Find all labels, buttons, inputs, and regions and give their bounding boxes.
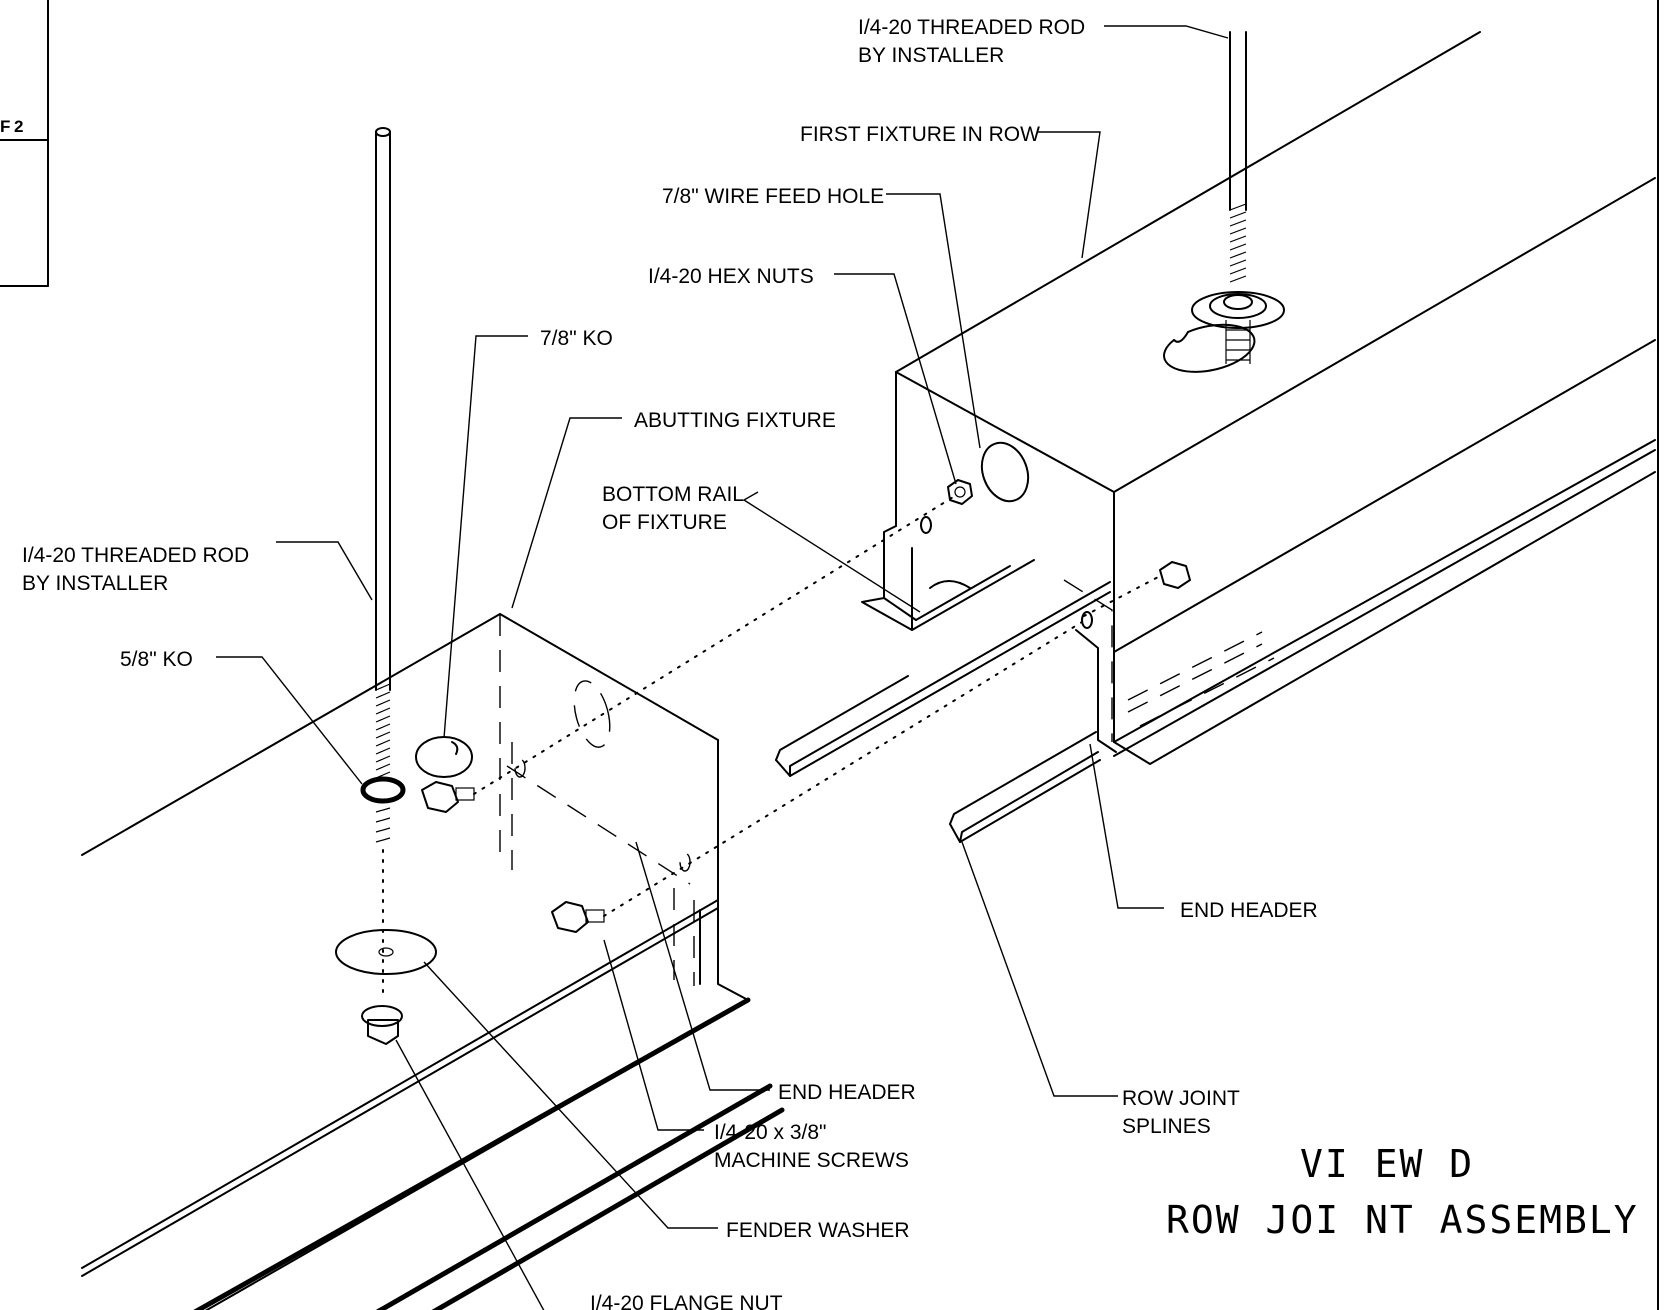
sheet-of-label: F bbox=[0, 117, 10, 136]
first-fixture bbox=[861, 31, 1656, 765]
callout-labels: I/4-20 THREADED ROD BY INSTALLER FIRST F… bbox=[22, 16, 1318, 1310]
assembly-path-lines bbox=[473, 493, 1163, 917]
callout-rod-top-line2: BY INSTALLER bbox=[858, 44, 1004, 67]
row-joint-splines bbox=[775, 581, 1111, 843]
machine-screw-lower bbox=[551, 901, 605, 933]
callout-rod-left-line2: BY INSTALLER bbox=[22, 572, 168, 595]
view-title-line1: VI EW D bbox=[1300, 1142, 1474, 1186]
callout-machine-screws-line1: I/4-20 x 3/8" bbox=[714, 1121, 827, 1144]
callout-end-header-left: END HEADER bbox=[778, 1081, 916, 1104]
leaders bbox=[216, 25, 1229, 1310]
abutting-fixture bbox=[81, 127, 785, 1310]
callout-first-fixture: FIRST FIXTURE IN ROW bbox=[800, 123, 1040, 146]
view-title-line2: ROW JOI NT ASSEMBLY bbox=[1166, 1198, 1639, 1242]
callout-fender-washer: FENDER WASHER bbox=[726, 1219, 910, 1242]
callout-wire-feed-hole: 7/8" WIRE FEED HOLE bbox=[662, 185, 884, 208]
sheet-total: 2 bbox=[14, 117, 23, 136]
callout-row-joint-line2: SPLINES bbox=[1122, 1115, 1211, 1138]
callout-row-joint-line1: ROW JOINT bbox=[1122, 1087, 1240, 1110]
rod-threads-left bbox=[375, 683, 391, 843]
callout-bottom-rail-line2: OF FIXTURE bbox=[602, 511, 727, 534]
callout-rod-top-line1: I/4-20 THREADED ROD bbox=[858, 16, 1085, 39]
callout-hex-nuts: I/4-20 HEX NUTS bbox=[648, 265, 814, 288]
callout-rod-left-line1: I/4-20 THREADED ROD bbox=[22, 544, 249, 567]
callout-flange-nut: I/4-20 FLANGE NUT bbox=[590, 1292, 783, 1310]
view-title: VI EW D ROW JOI NT ASSEMBLY bbox=[1166, 1142, 1639, 1242]
title-block: F 2 bbox=[0, 0, 49, 287]
rod-threads-right bbox=[1229, 203, 1247, 283]
machine-screw-upper bbox=[421, 781, 475, 813]
callout-machine-screws-line2: MACHINE SCREWS bbox=[714, 1149, 909, 1172]
hex-nut-right bbox=[1159, 561, 1191, 589]
callout-ko-58: 5/8" KO bbox=[120, 648, 193, 671]
callout-bottom-rail-line1: BOTTOM RAIL bbox=[602, 483, 744, 506]
callout-end-header-right: END HEADER bbox=[1180, 899, 1318, 922]
callout-ko-78: 7/8" KO bbox=[540, 327, 613, 350]
callout-abutting-fixture: ABUTTING FIXTURE bbox=[634, 409, 836, 432]
